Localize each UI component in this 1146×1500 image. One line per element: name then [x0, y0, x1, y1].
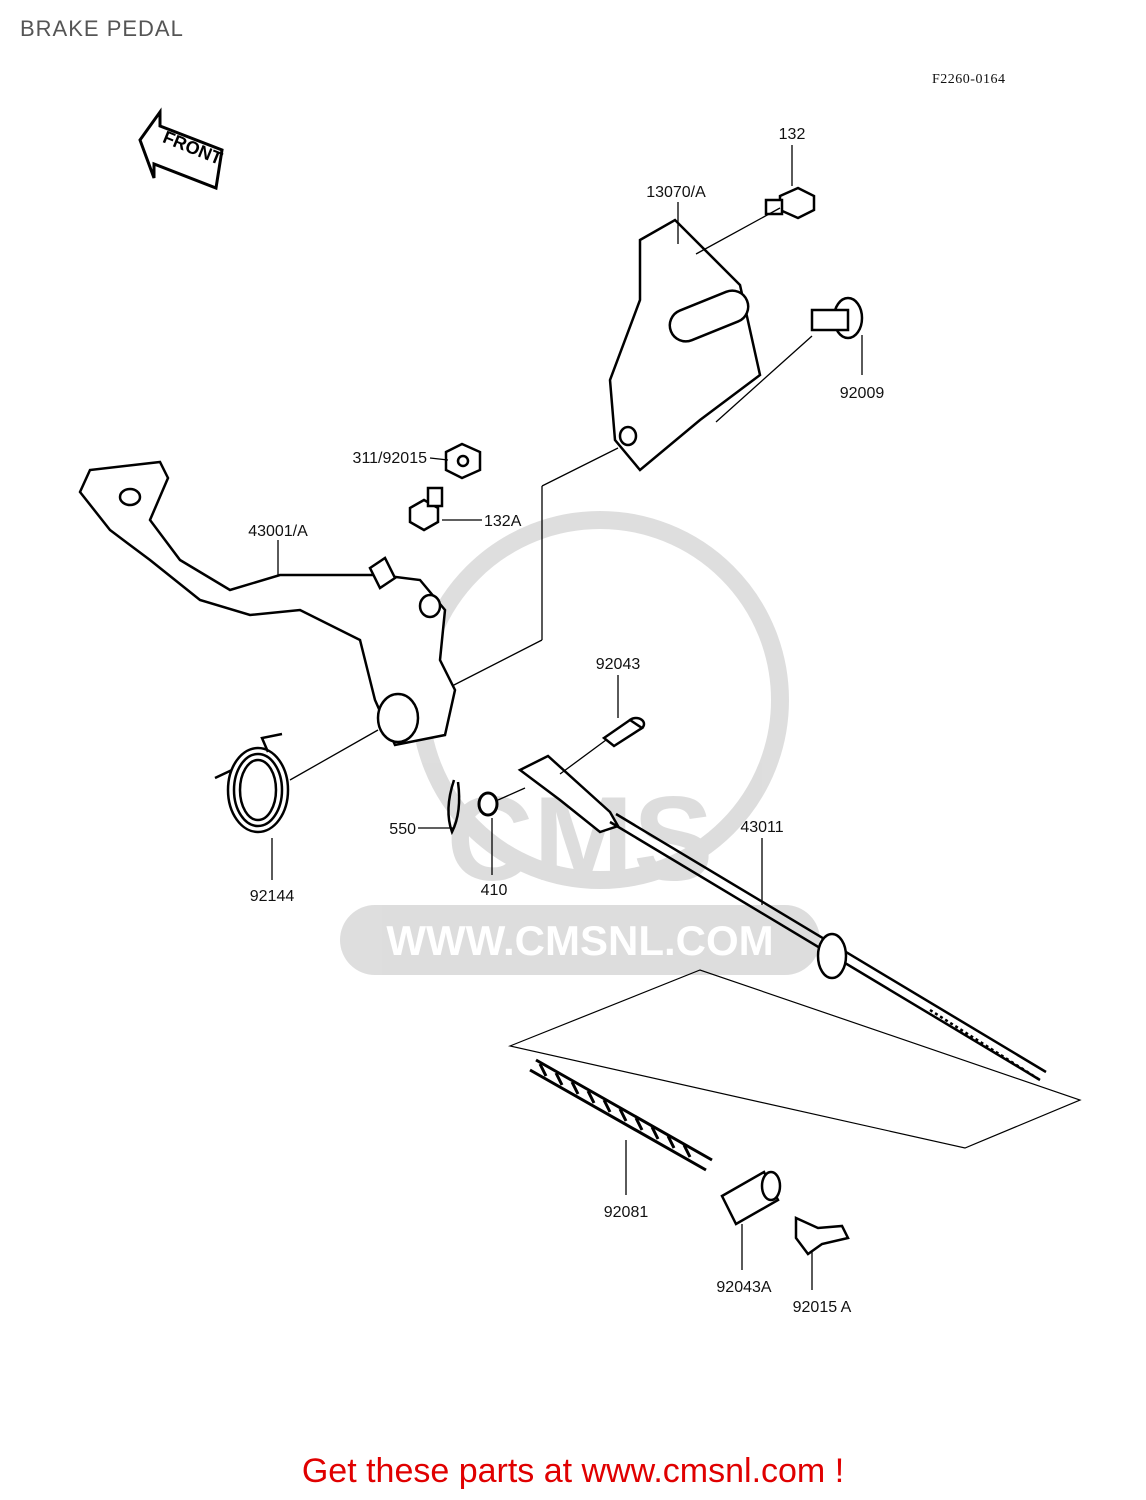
part-label-43011: 43011 [740, 819, 783, 836]
part-label-92043a: 92043A [716, 1279, 771, 1296]
part-label-13070a: 13070/A [646, 184, 706, 201]
pin-92043 [601, 716, 646, 748]
leader-lines [271, 145, 863, 1290]
watermark-url: WWW.CMSNL.COM [386, 917, 773, 964]
part-label-43001a: 43001/A [248, 523, 308, 540]
washer-410 [477, 791, 499, 817]
part-label-311-92015: 311/92015 [353, 450, 428, 467]
brake-pedal [78, 460, 457, 747]
brake-rod [517, 754, 1047, 1082]
assembly-box [507, 969, 1082, 1149]
watermark: CMS WWW.CMSNL.COM [340, 511, 820, 975]
front-arrow-icon: FRONT [138, 107, 225, 191]
part-label-132a: 132A [484, 513, 522, 530]
part-label-410: 410 [481, 882, 508, 899]
parts-diagram: CMS WWW.CMSNL.COM FRONT [78, 107, 1082, 1316]
part-labels: 132 13070/A 92009 311/92015 132A 43001/A… [248, 126, 884, 1316]
bolt-132 [764, 186, 816, 220]
part-label-92081: 92081 [604, 1204, 649, 1221]
bolt-92009 [810, 296, 864, 340]
return-spring [214, 732, 290, 834]
bracket-plate [608, 218, 762, 472]
part-label-92144: 92144 [250, 888, 295, 905]
part-label-92015a: 92015 A [793, 1299, 852, 1316]
nut-311-92015 [444, 442, 482, 480]
compression-spring [529, 1058, 713, 1172]
collar-92043a [720, 1170, 782, 1226]
promo-link[interactable]: Get these parts at www.cmsnl.com ! [301, 1452, 845, 1490]
drawing-code: F2260-0164 [932, 72, 1006, 87]
page-title: BRAKE PEDAL [20, 16, 184, 41]
part-label-550: 550 [389, 821, 416, 838]
part-label-132: 132 [779, 126, 806, 143]
part-label-92043: 92043 [596, 656, 641, 673]
wing-nut-92015a [794, 1216, 850, 1256]
part-label-92009: 92009 [840, 385, 885, 402]
cotter-pin-550 [447, 779, 461, 836]
bolt-132a [408, 486, 444, 532]
